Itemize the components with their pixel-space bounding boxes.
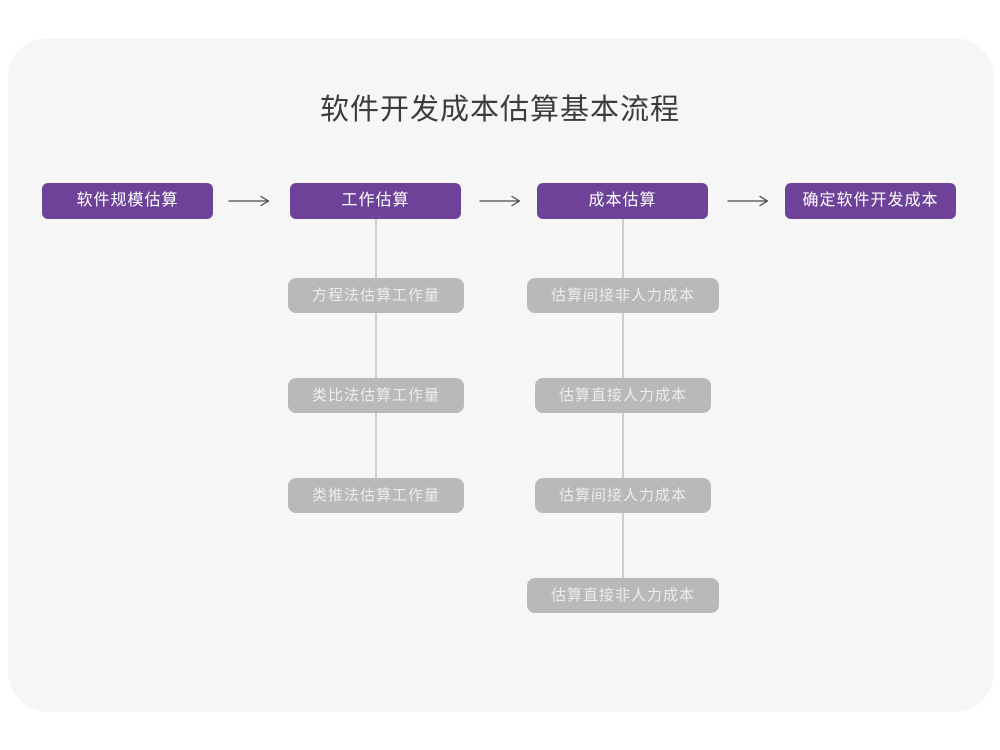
cost-item-indirect-labor: 估算间接人力成本 [534,478,712,513]
diagram-title: 软件开发成本估算基本流程 [319,94,680,126]
diagram-card [8,38,994,712]
arrow-right-icon [727,195,769,207]
arrow-right-icon [228,195,270,207]
cost-item-direct-labor: 估算直接人力成本 [534,378,712,413]
flow-step-work-estimation: 工作估算 [290,183,461,219]
work-method-analogy: 类比法估算工作量 [287,378,465,413]
cost-item-direct-non-labor: 估算直接非人力成本 [526,578,720,613]
connector-line-work-estimation [375,219,377,496]
arrow-right-icon [479,195,521,207]
flow-step-determine-development-cost: 确定软件开发成本 [785,183,956,219]
flow-step-cost-estimation: 成本估算 [537,183,708,219]
work-method-equation: 方程法估算工作量 [287,278,465,313]
flow-step-software-scale-estimation: 软件规模估算 [42,183,213,219]
work-method-extrapolation: 类推法估算工作量 [287,478,465,513]
cost-item-indirect-non-labor: 估算间接非人力成本 [526,278,720,313]
